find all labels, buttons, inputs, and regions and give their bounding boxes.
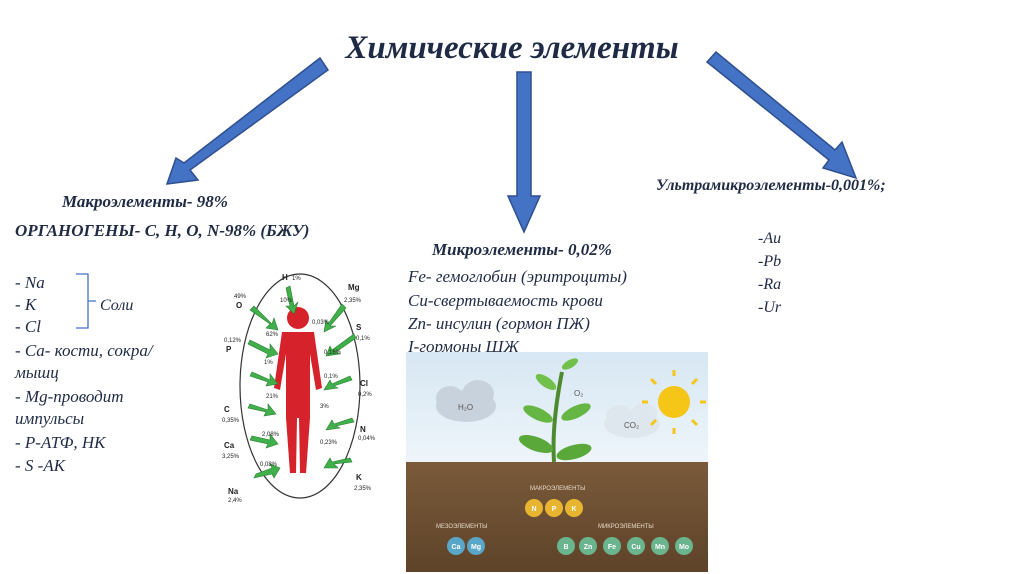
micro-item: Fe- гемоглобин (эритроциты) [408,267,627,286]
svg-text:0,35%: 0,35% [222,418,240,424]
svg-text:N: N [531,506,536,513]
svg-text:0,2%: 0,2% [358,392,372,398]
svg-text:0,1%: 0,1% [356,336,370,342]
svg-text:Mg: Mg [471,544,481,551]
svg-text:3%: 3% [320,404,329,410]
salts-bracket [76,273,96,329]
svg-text:1%: 1% [292,276,301,282]
micro-item: Zn- инсулин (гормон ПЖ) [408,314,590,333]
label-h: H [282,273,288,282]
page-title: Химические элементы [345,30,679,66]
micro-item: Cu-свертываемость крови [408,291,603,310]
svg-text:0,03%: 0,03% [312,320,330,326]
svg-text:2,35%: 2,35% [354,486,372,492]
svg-text:МАКРОЭЛЕМЕНТЫ: МАКРОЭЛЕМЕНТЫ [530,486,585,492]
macro-item: мышц [15,363,59,382]
svg-text:62%: 62% [266,332,279,338]
macro-item: импульсы [15,409,85,428]
sun-icon [642,370,706,434]
svg-text:Mo: Mo [679,544,689,551]
svg-text:O: O [236,301,242,310]
svg-text:0,04%: 0,04% [358,436,376,442]
ultra-item: -Pb [758,253,782,270]
svg-text:Mg: Mg [348,283,360,292]
svg-text:0,23%: 0,23% [320,440,338,446]
svg-text:49%: 49% [234,294,247,300]
ultra-item: -Ur [758,299,782,316]
svg-text:O₂: O₂ [574,389,583,398]
arrow-to-ultra [705,50,858,180]
svg-text:0,12%: 0,12% [224,338,242,344]
svg-text:CO₂: CO₂ [624,421,639,430]
svg-text:Ca: Ca [224,441,235,450]
svg-text:P: P [226,345,232,354]
svg-text:Fe: Fe [608,544,616,551]
svg-text:K: K [356,473,362,482]
macro-item: - K [15,295,37,314]
ultra-item: -Au [758,230,782,247]
macro-item: - Mg-проводит [15,387,124,406]
cloud-icon [604,403,660,438]
svg-text:B: B [563,544,568,551]
svg-text:2,08%: 2,08% [262,432,280,438]
arrow-to-macro [165,56,330,185]
salts-label: Соли [100,297,134,314]
svg-text:10%: 10% [280,298,293,304]
macro-item: - P-АТФ, НК [15,433,106,452]
svg-text:Ca: Ca [452,544,461,551]
svg-text:0,08%: 0,08% [260,462,278,468]
svg-text:N: N [360,425,366,434]
ultra-item: -Ra [758,276,782,293]
svg-text:3,25%: 3,25% [222,454,240,460]
cloud-icon [436,380,496,422]
svg-text:C: C [224,405,230,414]
micro-heading: Микроэлементы- 0,02% [432,240,612,259]
svg-text:P: P [552,506,557,513]
svg-text:21%: 21% [266,394,279,400]
svg-text:Cl: Cl [360,379,368,388]
svg-text:0,1%: 0,1% [324,374,338,380]
svg-text:S: S [356,323,362,332]
ultra-heading: Ультрамикроэлементы-0,001%; [656,177,886,194]
svg-text:Mn: Mn [655,544,665,551]
macro-item: - S -АК [15,456,65,475]
organogens-line: ОРГАНОГЕНЫ- C, H, O, N-98% (БЖУ) [15,221,310,240]
svg-text:H₂O: H₂O [458,403,473,412]
plant-icon [518,358,592,463]
svg-text:МИКРОЭЛЕМЕНТЫ: МИКРОЭЛЕМЕНТЫ [598,524,654,530]
macro-item: - Ca- кости, сокра/ [15,341,153,360]
svg-text:K: K [571,506,576,513]
macro-heading: Макроэлементы- 98% [62,192,228,211]
macro-item: - Cl [15,317,41,336]
svg-text:2,4%: 2,4% [228,498,242,504]
plant-nutrients-figure: H₂O CO₂ O₂ МАКРОЭЛЕМЕНТЫ МЕЗОЭЛЕМЕНТЫ МИ… [406,352,708,572]
svg-text:МЕЗОЭЛЕМЕНТЫ: МЕЗОЭЛЕМЕНТЫ [436,524,487,530]
svg-text:Na: Na [228,487,239,496]
svg-text:0,16%: 0,16% [324,350,342,356]
svg-text:Cu: Cu [631,544,640,551]
arrow-to-micro [506,71,542,234]
svg-text:Zn: Zn [584,544,593,551]
human-body-elements-figure: H 1% Mg 2,35% 49% O S 0,1% 0,12% P Cl 0,… [220,268,378,506]
svg-text:1%: 1% [264,360,273,366]
micro-item: I-гормоны ЩЖ [408,337,519,356]
macro-item: - Na [15,273,45,292]
svg-text:2,35%: 2,35% [344,298,362,304]
